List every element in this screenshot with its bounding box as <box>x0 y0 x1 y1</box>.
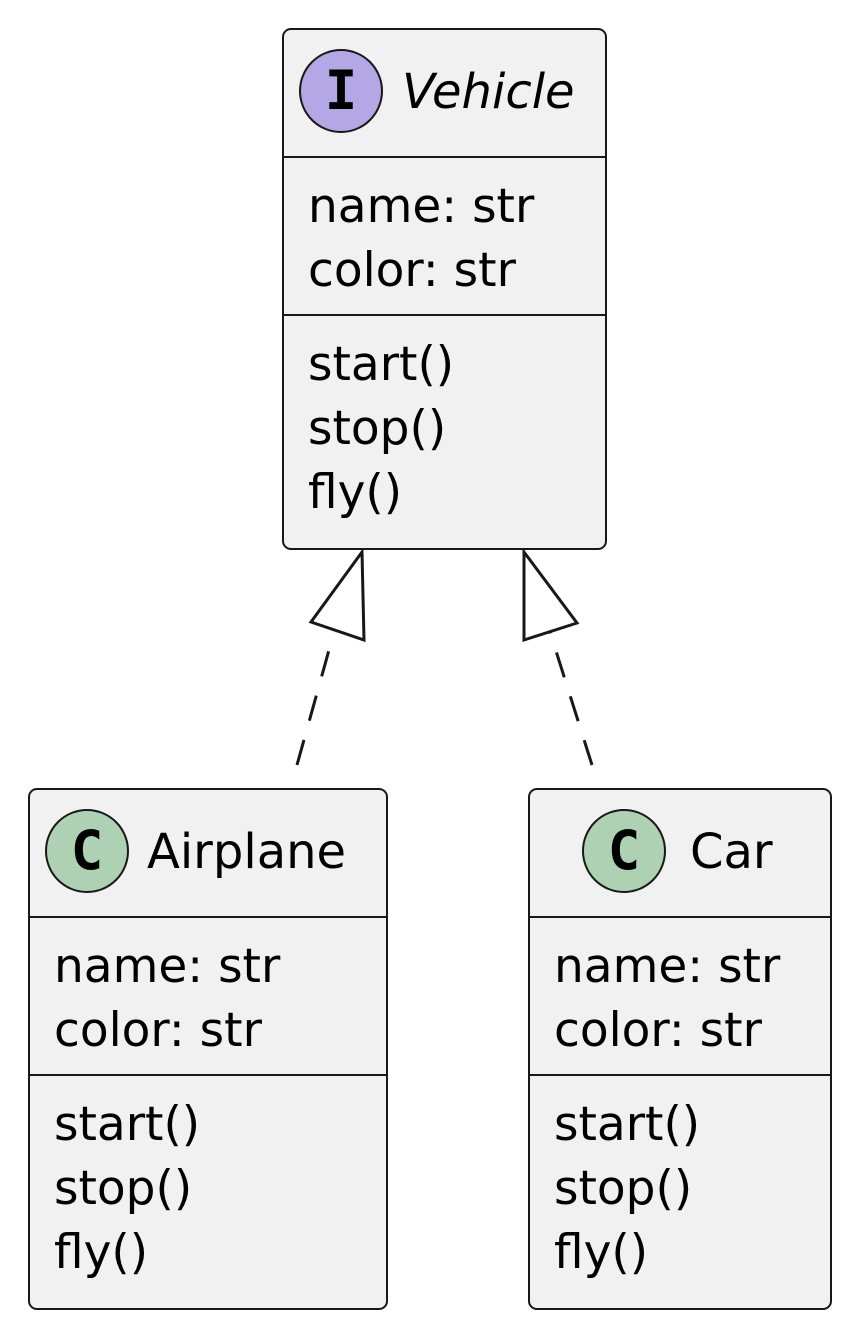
method: fly() <box>54 1225 149 1280</box>
method: start() <box>308 337 455 392</box>
class-name: Airplane <box>147 824 347 880</box>
method: start() <box>54 1097 201 1152</box>
class-airplane[interactable]: C Airplane name: str color: str start() … <box>28 788 388 1310</box>
class-stereotype-icon: C <box>45 809 129 893</box>
class-header: C Car <box>530 790 830 918</box>
attribute: name: str <box>308 179 535 234</box>
attribute: color: str <box>554 1003 762 1058</box>
class-name: Vehicle <box>402 64 575 120</box>
realization-arrowhead <box>522 547 580 643</box>
class-name: Car <box>690 824 773 880</box>
class-car[interactable]: C Car name: str color: str start() stop(… <box>528 788 832 1310</box>
realization-arrowhead <box>308 547 366 643</box>
class-header: C Airplane <box>30 790 386 918</box>
class-stereotype-icon: C <box>582 809 666 893</box>
methods-section: start() stop() fly() <box>530 1076 830 1296</box>
methods-section: start() stop() fly() <box>30 1076 386 1296</box>
interface-stereotype-icon: I <box>299 49 383 133</box>
realization-line <box>295 631 336 766</box>
attribute: name: str <box>554 939 781 994</box>
attributes-section: name: str color: str <box>30 918 386 1076</box>
attributes-section: name: str color: str <box>284 158 605 316</box>
method: stop() <box>308 401 447 456</box>
method: fly() <box>554 1225 649 1280</box>
interface-vehicle[interactable]: I Vehicle name: str color: str start() s… <box>282 28 607 550</box>
methods-section: start() stop() fly() <box>284 316 605 536</box>
attribute: color: str <box>308 243 516 298</box>
method: fly() <box>308 465 403 520</box>
attribute: color: str <box>54 1003 262 1058</box>
class-header: I Vehicle <box>284 30 605 158</box>
method: stop() <box>554 1161 693 1216</box>
realization-line <box>548 631 594 766</box>
realization-airplane-vehicle <box>295 547 366 766</box>
attributes-section: name: str color: str <box>530 918 830 1076</box>
method: stop() <box>54 1161 193 1216</box>
attribute: name: str <box>54 939 281 994</box>
realization-car-vehicle <box>522 547 594 766</box>
method: start() <box>554 1097 701 1152</box>
